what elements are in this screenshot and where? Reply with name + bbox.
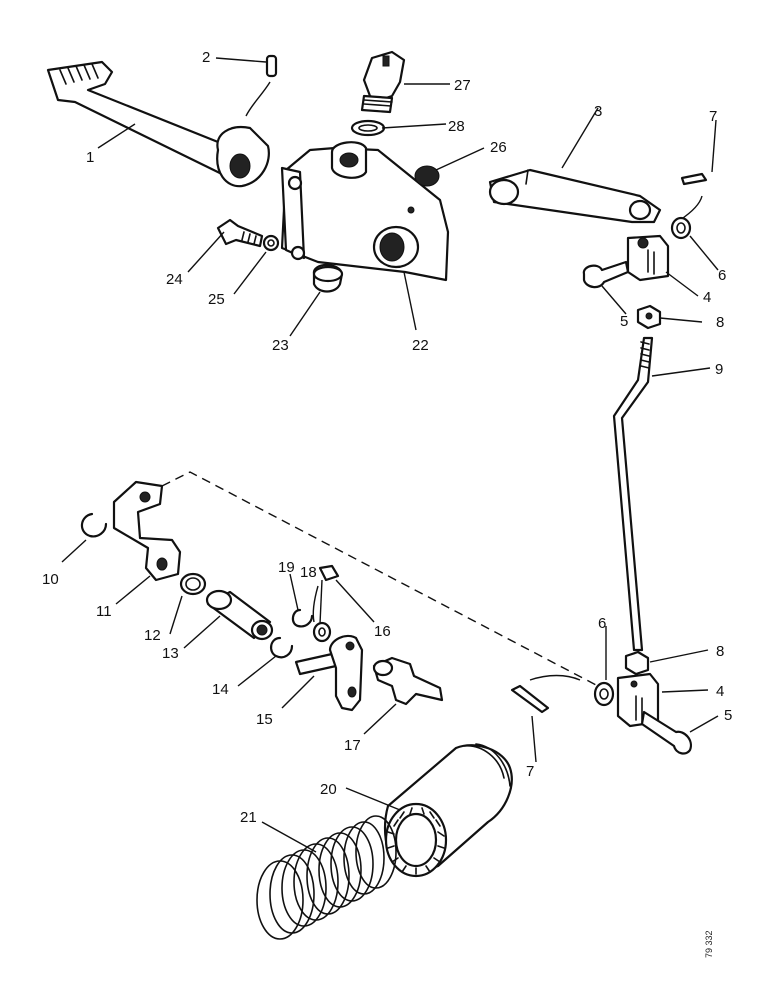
callout-6-lower: 6 [598, 615, 606, 632]
switch-part [360, 50, 406, 114]
splined-hub-part [383, 743, 513, 878]
callout-20: 20 [320, 781, 337, 798]
clevis-pin-part [640, 710, 692, 755]
seal-ring-part [350, 119, 386, 137]
mounting-bracket-part [280, 141, 450, 282]
cotter-pin-part [679, 172, 708, 221]
callout-18: 18 [300, 564, 317, 581]
callout-5-lower: 5 [724, 707, 732, 724]
leader-lines [61, 57, 719, 853]
shaft-lever-part [294, 634, 364, 712]
washer-part [593, 681, 615, 707]
callout-12: 12 [144, 627, 161, 644]
callout-11: 11 [96, 603, 112, 620]
callout-8-upper: 8 [716, 314, 724, 331]
clevis-part [616, 672, 660, 728]
callout-22: 22 [412, 337, 429, 354]
bolt-part [216, 218, 264, 248]
callout-27: 27 [454, 77, 471, 94]
callout-15: 15 [256, 711, 273, 728]
callout-24: 24 [166, 271, 183, 288]
callout-6-upper: 6 [718, 267, 726, 284]
callout-4-lower: 4 [716, 683, 724, 700]
pin-part [245, 54, 278, 117]
link-bracket-part [112, 480, 182, 582]
callout-25: 25 [208, 291, 225, 308]
callout-21: 21 [240, 809, 257, 826]
circlip-part [80, 512, 108, 538]
control-rod-part [612, 336, 654, 652]
nut-part [624, 650, 650, 676]
ring-part [179, 572, 207, 596]
callout-3: 3 [594, 103, 602, 120]
grommet-part [414, 165, 440, 187]
circlip-part [291, 608, 314, 628]
callout-14: 14 [212, 681, 229, 698]
callout-7-upper: 7 [709, 108, 717, 125]
clevis-part [626, 234, 670, 282]
callout-28: 28 [448, 118, 465, 135]
callout-labels: 1 2 27 28 26 3 7 6 4 5 8 9 24 25 23 22 1… [42, 49, 732, 826]
washer-part [312, 621, 332, 643]
callout-1: 1 [86, 149, 94, 166]
spring-part [256, 815, 397, 940]
pin-part [312, 564, 340, 623]
callout-7-lower: 7 [526, 763, 534, 780]
callout-5-upper: 5 [620, 313, 628, 330]
clevis-pin-part [582, 260, 630, 289]
washer-part [670, 216, 692, 240]
washer-part [262, 234, 280, 252]
callout-19: 19 [278, 559, 295, 576]
fork-part [372, 656, 444, 706]
cotter-pin-part [510, 674, 581, 714]
callout-17: 17 [344, 737, 361, 754]
pedal-arm-part [46, 60, 270, 188]
callout-23: 23 [272, 337, 289, 354]
lever-part [488, 168, 662, 224]
callout-4-upper: 4 [703, 289, 711, 306]
alignment-line [161, 471, 599, 687]
circlip-part [270, 636, 294, 659]
nut-part [636, 304, 662, 330]
callout-9: 9 [715, 361, 723, 378]
callout-26: 26 [490, 139, 507, 156]
callout-10: 10 [42, 571, 59, 588]
callout-13: 13 [162, 645, 179, 662]
callout-8-lower: 8 [716, 643, 724, 660]
sleeve-part [205, 589, 274, 641]
drawing-code: 79 332 [704, 930, 714, 958]
callout-16: 16 [374, 623, 391, 640]
callout-2: 2 [202, 49, 210, 66]
split-bush-part [312, 263, 344, 293]
